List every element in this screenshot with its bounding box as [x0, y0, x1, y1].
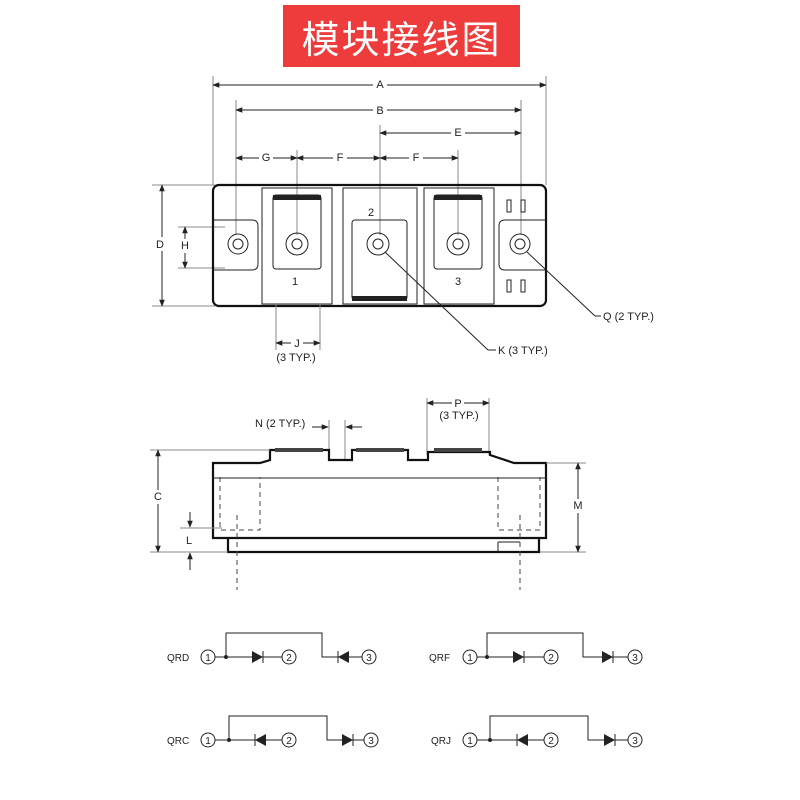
- dim-label-f2: F: [413, 152, 420, 164]
- circuit-qrc-node-1: 1: [205, 736, 211, 747]
- title-banner: 模块接线图: [283, 5, 520, 67]
- mounting-hole-left: [227, 233, 249, 255]
- dimension-h: H: [178, 226, 192, 269]
- circuit-qrj: QRJ 1 2 3: [431, 715, 643, 748]
- module-body-side: [211, 448, 548, 540]
- terminal-3-label: 3: [455, 276, 461, 288]
- circuit-qrc: QRC 1 2 3: [167, 715, 379, 748]
- dimension-a: A: [212, 77, 547, 91]
- circuit-qrc-node-2: 2: [286, 736, 292, 747]
- circuit-qrj-label: QRJ: [431, 736, 451, 747]
- circuit-qrf-label: QRF: [429, 653, 450, 664]
- circuit-qrf: QRF 1 2 3: [429, 632, 643, 665]
- dim-label-d: D: [156, 239, 164, 251]
- dim-label-e: E: [454, 127, 461, 139]
- terminal-1-label: 1: [292, 276, 298, 288]
- dim-label-l: L: [186, 535, 192, 547]
- dim-label-c: C: [154, 491, 162, 503]
- callout-q-label: Q (2 TYP.): [603, 311, 654, 323]
- callout-k: K (3 TYP.): [384, 251, 548, 357]
- circuit-qrj-node-2: 2: [548, 736, 554, 747]
- dim-label-p: P: [454, 398, 461, 410]
- dim-label-h: H: [181, 240, 189, 252]
- dim-label-n: N (2 TYP.): [255, 418, 305, 430]
- circuit-qrc-node-3: 3: [368, 736, 374, 747]
- dim-label-f1: F: [337, 152, 344, 164]
- dim-label-j-typ: (3 TYP.): [276, 352, 315, 364]
- module-body-top: [211, 183, 548, 308]
- terminal-2-label: 2: [368, 207, 374, 219]
- title-text: 模块接线图: [301, 17, 502, 62]
- circuit-qrf-node-3: 3: [632, 653, 638, 664]
- dim-label-g: G: [262, 152, 271, 164]
- circuit-qrj-node-3: 3: [632, 736, 638, 747]
- top-view: A B E G F F: [152, 76, 654, 364]
- dimension-d: D: [154, 184, 168, 307]
- circuit-qrd: QRD 1 2 3: [167, 632, 377, 665]
- mounting-hole-right: [509, 233, 531, 255]
- dimension-b: B: [235, 102, 522, 117]
- circuit-qrc-label: QRC: [167, 736, 189, 747]
- callout-k-label: K (3 TYP.): [498, 345, 548, 357]
- dim-label-m: M: [573, 500, 582, 512]
- circuit-qrd-node-1: 1: [205, 653, 211, 664]
- circuit-qrd-node-3: 3: [366, 653, 372, 664]
- dim-label-b: B: [376, 105, 383, 117]
- dimension-g-f-f: G F F: [235, 150, 459, 164]
- circuit-qrf-node-1: 1: [467, 653, 473, 664]
- terminal-1: 1: [261, 187, 333, 305]
- dim-label-p-typ: (3 TYP.): [439, 410, 478, 422]
- circuit-qrj-node-1: 1: [467, 736, 473, 747]
- circuit-qrd-label: QRD: [167, 653, 189, 664]
- callout-q: Q (2 TYP.): [526, 251, 654, 323]
- dim-label-a: A: [376, 79, 384, 91]
- dimension-j: J (3 TYP.): [275, 336, 321, 364]
- dimension-e: E: [379, 125, 522, 139]
- circuit-qrd-node-2: 2: [286, 653, 292, 664]
- side-view: N (2 TYP.) P (3 TYP.) C: [150, 396, 586, 590]
- terminal-2: 2: [342, 187, 418, 305]
- dim-label-j: J: [294, 338, 300, 350]
- terminal-3: 3: [423, 187, 495, 305]
- circuit-qrf-node-2: 2: [548, 653, 554, 664]
